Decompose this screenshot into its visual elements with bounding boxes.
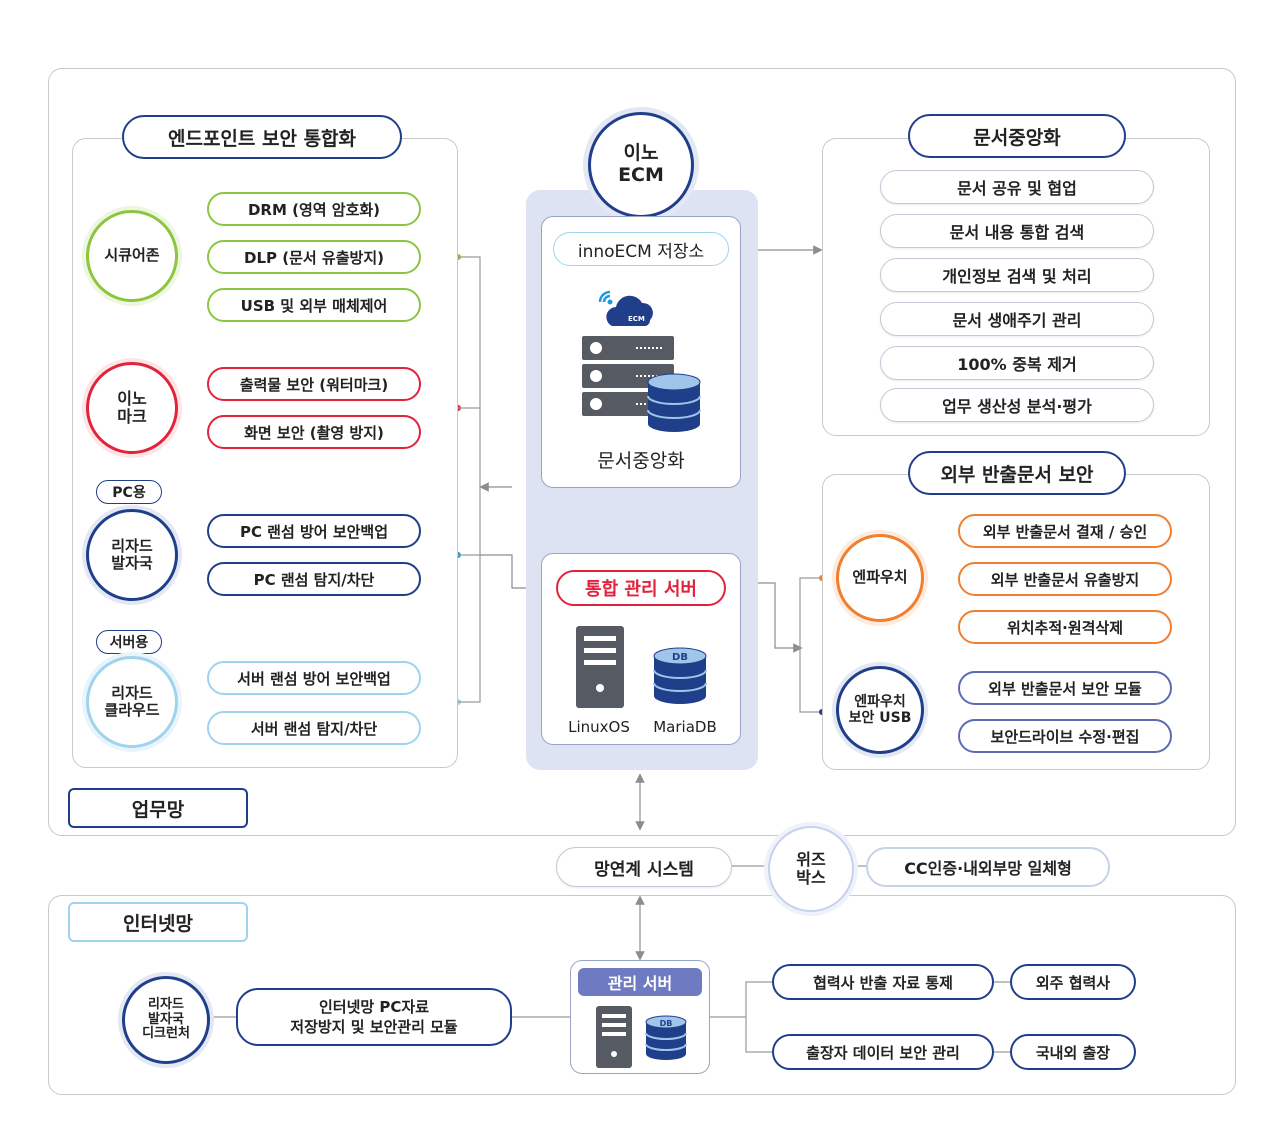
wizard-server-item: 서버 랜섬 탐지/차단 xyxy=(207,711,421,745)
ecm-storage-title: innoECM 저장소 xyxy=(553,232,729,266)
internet-module-line2: 저장방지 및 보안관리 모듈 xyxy=(290,1018,458,1036)
enpawoochi-usb-line2: 보안 USB xyxy=(848,710,912,726)
secure-zone-name: 시큐어존 xyxy=(104,246,160,265)
internet-network-label: 인터넷망 xyxy=(68,902,248,942)
doc-central-item: 문서 공유 및 협업 xyxy=(880,170,1154,204)
secure-zone-circle: 시큐어존 xyxy=(86,210,178,302)
inno-mark-name-line2: 마크 xyxy=(117,407,147,426)
wizard-pc-name-line1: 리자드 xyxy=(111,536,153,555)
mgmt-server-icon xyxy=(596,1006,632,1068)
network-link-system: 망연계 시스템 xyxy=(556,847,732,887)
enpawoochi-usb-circle: 엔파우치 보안 USB xyxy=(836,666,924,754)
secure-zone-item: USB 및 외부 매체제어 xyxy=(207,288,421,322)
endpoint-title: 엔드포인트 보안 통합화 xyxy=(122,115,402,159)
wizard-pc-item: PC 랜섬 방어 보안백업 xyxy=(207,514,421,548)
enpawoochi-item: 위치추적·원격삭제 xyxy=(958,610,1172,644)
enpawoochi-circle: 엔파우치 xyxy=(836,534,924,622)
wizard-decruncher-line2: 발자국 xyxy=(148,1011,184,1027)
inno-mark-name-line1: 이노 xyxy=(117,388,147,408)
wizard-server-name-line2: 클라우드 xyxy=(104,701,160,719)
wizbox-line2: 박스 xyxy=(796,868,826,887)
wizard-pc-tag: PC용 xyxy=(96,480,162,504)
mariadb-label: MariaDB xyxy=(653,718,717,736)
secure-zone-item: DRM (영역 암호화) xyxy=(207,192,421,226)
wizard-pc-circle: 리자드 발자국 xyxy=(86,509,178,601)
branch-target: 외주 협력사 xyxy=(1010,964,1136,1000)
doc-central-title: 문서중앙화 xyxy=(908,114,1126,158)
wizard-pc-item: PC 랜섬 탐지/차단 xyxy=(207,562,421,596)
secure-zone-item: DLP (문서 유출방지) xyxy=(207,240,421,274)
mgmt-server-title: 관리 서버 xyxy=(578,968,702,996)
enpawoochi-usb-line1: 엔파우치 xyxy=(854,693,906,710)
enpawoochi-usb-item: 외부 반출문서 보안 모듈 xyxy=(958,671,1172,705)
mgmt-db-icon: DB xyxy=(645,1015,687,1060)
enpawoochi-item: 외부 반출문서 유출방지 xyxy=(958,562,1172,596)
internet-module-line1: 인터넷망 PC자료 xyxy=(318,997,430,1016)
doc-central-item: 100% 중복 제거 xyxy=(880,346,1154,380)
wizard-server-circle: 리자드 클라우드 xyxy=(86,656,178,748)
doc-central-item: 문서 내용 통합 검색 xyxy=(880,214,1154,248)
cloud-label: ECM xyxy=(628,315,645,323)
wizard-server-item: 서버 랜섬 방어 보안백업 xyxy=(207,661,421,695)
external-title: 외부 반출문서 보안 xyxy=(908,451,1126,495)
wizard-decruncher-line1: 리자드 xyxy=(148,996,184,1012)
cc-certification: CC인증·내외부망 일체형 xyxy=(866,847,1110,887)
enpawoochi-name: 엔파우치 xyxy=(852,568,908,587)
mariadb-icon: DB xyxy=(653,647,707,704)
doc-central-item: 문서 생애주기 관리 xyxy=(880,302,1154,336)
wizard-decruncher-circle: 리자드 발자국 디크런처 xyxy=(122,976,210,1064)
linux-server-icon xyxy=(576,626,624,708)
branch-item: 협력사 반출 자료 통제 xyxy=(772,964,994,1000)
branch-target: 국내외 출장 xyxy=(1010,1034,1136,1070)
wizbox-circle: 위즈 박스 xyxy=(768,826,854,912)
inno-mark-circle: 이노 마크 xyxy=(86,362,178,454)
linux-label: LinuxOS xyxy=(568,718,630,736)
ecm-server-title: 통합 관리 서버 xyxy=(556,570,726,606)
server-stack-icon: ECM xyxy=(582,290,701,432)
inno-mark-item: 출력물 보안 (워터마크) xyxy=(207,367,421,401)
wizard-pc-name-line2: 발자국 xyxy=(111,554,153,572)
wizard-server-tag: 서버용 xyxy=(96,630,162,654)
ecm-badge-line1: 이노 xyxy=(623,142,659,165)
enpawoochi-item: 외부 반출문서 결재 / 승인 xyxy=(958,514,1172,548)
db-label: DB xyxy=(672,652,688,663)
enpawoochi-usb-item: 보안드라이브 수정·편집 xyxy=(958,719,1172,753)
internet-module: 인터넷망 PC자료 저장방지 및 보안관리 모듈 xyxy=(236,988,512,1046)
doc-central-item: 개인정보 검색 및 처리 xyxy=(880,258,1154,292)
wizbox-line1: 위즈 xyxy=(796,849,826,869)
work-network-label: 업무망 xyxy=(68,788,248,828)
doc-central-item: 업무 생산성 분석·평가 xyxy=(880,388,1154,422)
ecm-storage-caption: 문서중앙화 xyxy=(597,450,685,472)
ecm-badge: 이노 ECM xyxy=(588,112,694,218)
mgmt-db-label: DB xyxy=(660,1019,673,1028)
inno-mark-item: 화면 보안 (촬영 방지) xyxy=(207,415,421,449)
cloud-icon: ECM xyxy=(598,290,653,326)
wizard-decruncher-line3: 디크런처 xyxy=(142,1026,190,1042)
branch-item: 출장자 데이터 보안 관리 xyxy=(772,1034,994,1070)
ecm-badge-line2: ECM xyxy=(618,164,664,186)
wizard-server-name-line1: 리자드 xyxy=(111,683,153,702)
